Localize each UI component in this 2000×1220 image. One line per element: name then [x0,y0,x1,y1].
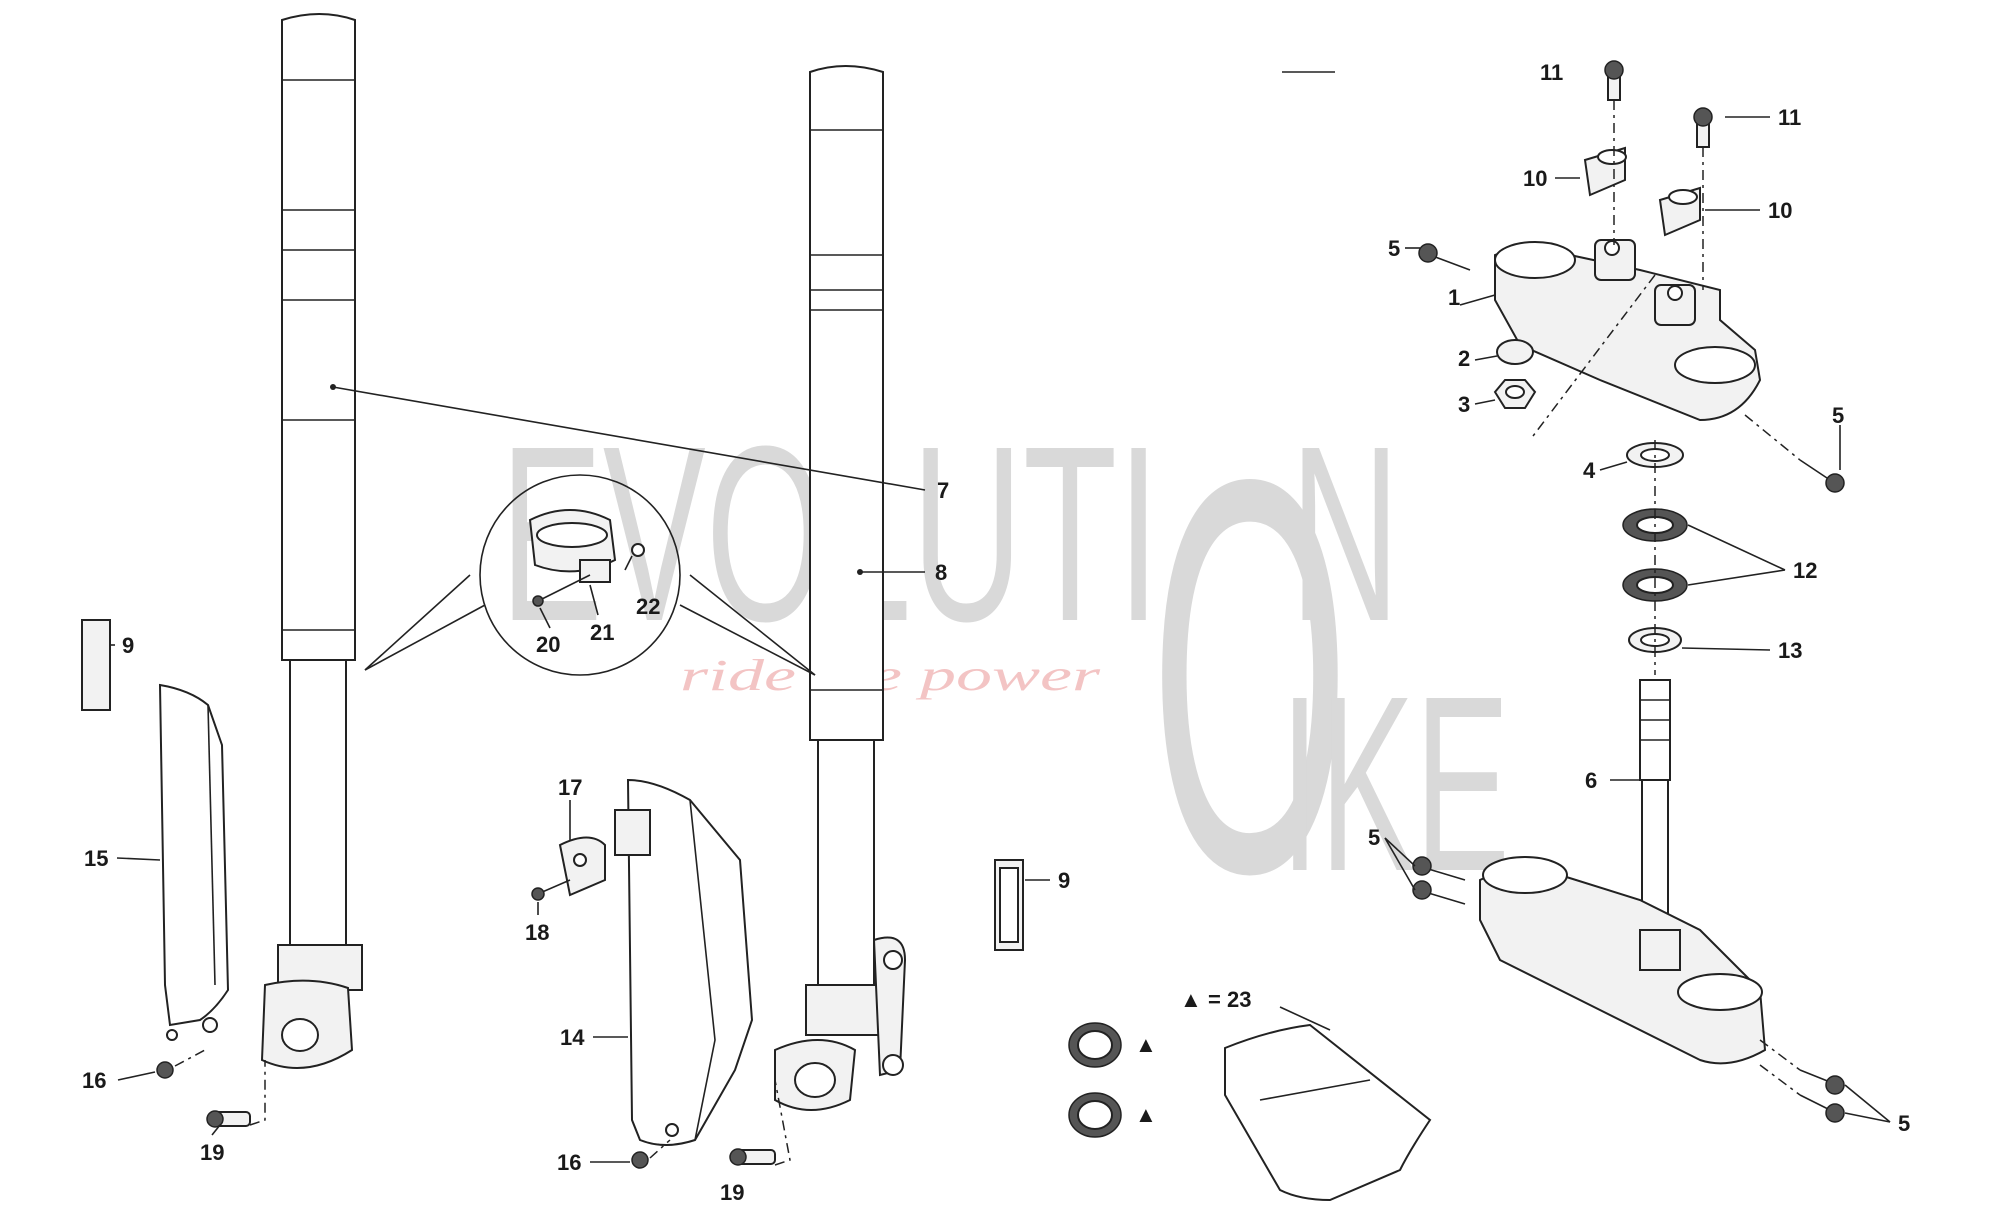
callout-8: 8 [935,560,947,585]
callout-9-right: 9 [1058,868,1070,893]
callout-7: 7 [937,478,949,503]
kit-legend-symbol: ▲ [1180,987,1202,1012]
kit-legend: ▲ = 23 ▲ ▲ [1135,987,1251,1127]
callout-16-center: 16 [557,1150,581,1175]
callout-10-right: 10 [1768,198,1792,223]
callout-20: 20 [536,632,560,657]
callout-18: 18 [525,920,549,945]
bolt-16-left [156,1049,206,1079]
callout-5-upper-right: 5 [1832,403,1844,428]
bolt-5-upper-left [1418,243,1471,271]
watermark-brand-b: B [1160,644,1280,923]
reflector-right [994,859,1024,951]
steering-stem-lower-clamp [1479,679,1767,1065]
callout-17: 17 [558,775,582,800]
kit-mark-2: ▲ [1135,1102,1157,1127]
callout-4: 4 [1583,458,1596,483]
bolt-5-lower-left-1 [1412,856,1466,881]
fork-leg-left [260,13,363,1069]
bolt-19-center [729,1079,791,1166]
callout-5-lower-left: 5 [1368,825,1380,850]
bolt-5-lower-left-2 [1412,880,1466,905]
kit-mark-1: ▲ [1135,1032,1157,1057]
kit-bag-23 [1224,1023,1432,1202]
kit-legend-text: = 23 [1208,987,1251,1012]
callout-10-left: 10 [1523,166,1547,191]
callout-9-left: 9 [122,633,134,658]
watermark-tagline: ride the power [680,651,1101,700]
callout-12: 12 [1793,558,1817,583]
watermark-brand-o: O [1150,363,1350,989]
bolt-11-left [1604,60,1624,245]
bolt-5-upper-right [1744,414,1845,493]
watermark-brand-n: N [1290,394,1400,673]
watermark-brand-ike: IKE [1280,644,1510,923]
callout-3: 3 [1458,392,1470,417]
bolt-5-lower-right-1 [1759,1039,1845,1095]
callout-22: 22 [636,594,660,619]
bolt-11-right [1693,107,1713,290]
reflector-left [81,619,111,711]
callout-16-left: 16 [82,1068,106,1093]
kit-seal-2 [1068,1092,1122,1138]
callout-11-left: 11 [1540,60,1563,85]
fork-guard-center [614,778,754,1146]
callout-5-lower-right: 5 [1898,1111,1910,1136]
callout-14: 14 [560,1025,585,1050]
callout-1: 1 [1448,285,1460,310]
handlebar-riser-1 [1583,146,1627,197]
callout-19-left: 19 [200,1140,224,1165]
callout-13: 13 [1778,638,1802,663]
bolt-5-lower-right-2 [1759,1064,1845,1123]
bolt-16-center [631,1139,671,1169]
callout-11-right: 11 [1778,105,1801,130]
leader-lines [110,71,1891,1163]
callout-15: 15 [84,846,108,871]
fork-guard-left [158,683,230,1041]
callout-6: 6 [1585,768,1597,793]
handlebar-riser-2 [1658,186,1701,237]
callout-labels: 1 2 3 4 5 5 5 5 6 7 8 9 9 10 10 11 11 12… [82,60,1910,1205]
clamp-detail-inset [364,474,816,676]
kit-seal-1 [1068,1022,1122,1068]
callout-19-center: 19 [720,1180,744,1205]
callout-5-upper-left: 5 [1388,236,1400,261]
bolt-19-left [206,1060,266,1128]
callout-2: 2 [1458,346,1470,371]
clip-17 [558,836,606,897]
callout-21: 21 [590,620,614,645]
triple-clamp-upper [1494,239,1762,441]
cap-2 [1496,339,1534,365]
bolt-18 [531,879,571,901]
fork-leg-right [774,65,907,1111]
nut-3 [1493,379,1537,409]
